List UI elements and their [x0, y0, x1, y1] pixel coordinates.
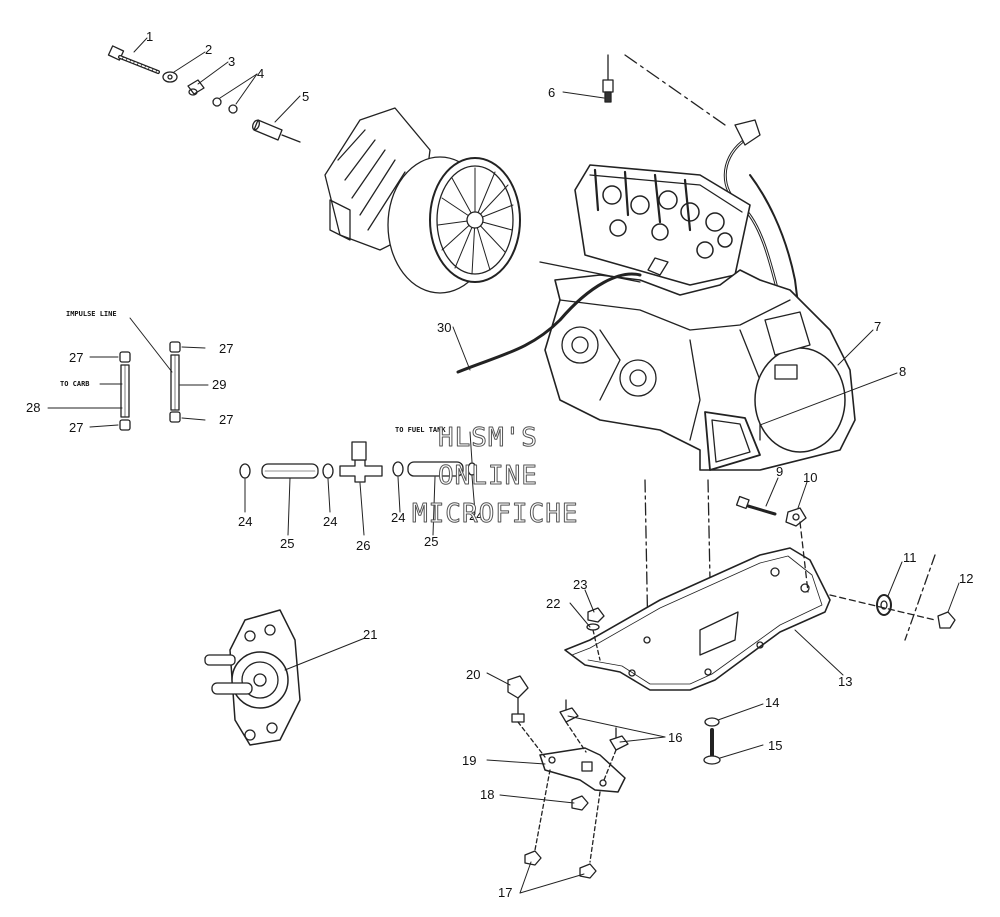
- nut-10: [785, 507, 807, 527]
- callout-28: 28: [26, 400, 40, 415]
- washer-11: [876, 594, 892, 616]
- spacer-3: [187, 79, 205, 96]
- callout-20: 20: [466, 667, 480, 682]
- callout-1: 1: [146, 29, 153, 44]
- callout-19: 19: [462, 753, 476, 768]
- callout-4: 4: [257, 66, 264, 81]
- callout-9: 9: [776, 464, 783, 479]
- callout-2: 2: [205, 42, 212, 57]
- fuel-line-assembly: [239, 441, 477, 483]
- callout-14: 14: [765, 695, 779, 710]
- callout-25-b: 25: [424, 534, 438, 549]
- note-to-carb: TO CARB: [60, 380, 90, 388]
- callout-30: 30: [437, 320, 451, 335]
- callout-7: 7: [874, 319, 881, 334]
- callout-17: 17: [498, 885, 512, 900]
- fuel-hose-28: [119, 351, 131, 431]
- callout-23: 23: [573, 577, 587, 592]
- centerline-plate-right: [829, 594, 936, 621]
- o-rings-4: [212, 97, 238, 114]
- callout-27-d: 27: [69, 420, 83, 435]
- centerline-11-12: [904, 554, 936, 641]
- callout-27-b: 27: [219, 341, 233, 356]
- callout-3: 3: [228, 54, 235, 69]
- callout-26: 26: [356, 538, 370, 553]
- sleeve-5: [251, 119, 301, 143]
- callout-24-d: 24: [469, 508, 483, 523]
- engine-leader: [539, 261, 641, 283]
- callout-5: 5: [302, 89, 309, 104]
- callout-27-c: 27: [219, 412, 233, 427]
- watermark-line-2: ONLINE: [438, 461, 538, 491]
- spark-plug-centerline: [624, 54, 726, 126]
- callout-24-a: 24: [238, 514, 252, 529]
- callout-24-b: 24: [323, 514, 337, 529]
- callout-11: 11: [903, 550, 917, 565]
- nuts-17: [524, 850, 597, 879]
- callout-13: 13: [838, 674, 852, 689]
- wire-30: [456, 272, 642, 374]
- centerline-10: [799, 521, 809, 593]
- mount-16: [559, 699, 629, 751]
- hardware-centerlines: [517, 629, 617, 863]
- callout-12: 12: [959, 571, 973, 586]
- watermark-line-3: MICROFICHE: [412, 499, 579, 529]
- callout-18: 18: [480, 787, 494, 802]
- nut-18: [571, 795, 589, 811]
- callout-24-c: 24: [391, 510, 405, 525]
- nut-23: [587, 607, 605, 623]
- callout-6: 6: [548, 85, 555, 100]
- callout-8: 8: [899, 364, 906, 379]
- bolt-9: [735, 495, 777, 516]
- note-impulse-line: IMPULSE LINE: [66, 310, 117, 318]
- note-to-fuel-tank: TO FUEL TANK: [395, 426, 446, 434]
- callout-10: 10: [803, 470, 817, 485]
- callout-27-a: 27: [69, 350, 83, 365]
- bolt-1: [107, 45, 160, 74]
- bracket-19: [539, 747, 626, 793]
- mount-20: [507, 675, 529, 723]
- watermark-line-1: HLSM'S: [438, 423, 538, 453]
- spark-plug-6: [602, 54, 614, 103]
- mounting-plate-13: [564, 547, 831, 691]
- callout-16: 16: [668, 730, 682, 745]
- engine-assembly: [544, 164, 856, 471]
- washer-2: [162, 71, 178, 83]
- washer-14: [704, 717, 720, 727]
- callout-25-a: 25: [280, 536, 294, 551]
- fuel-pump-21: [204, 609, 301, 746]
- callout-22: 22: [546, 596, 560, 611]
- drive-clutch: [324, 107, 521, 294]
- impulse-hose-29: [169, 341, 181, 423]
- callout-29: 29: [212, 377, 226, 392]
- callout-21: 21: [363, 627, 377, 642]
- callout-15: 15: [768, 738, 782, 753]
- bolt-15: [703, 728, 721, 765]
- leader-lines: [47, 37, 960, 894]
- nut-12: [937, 611, 956, 629]
